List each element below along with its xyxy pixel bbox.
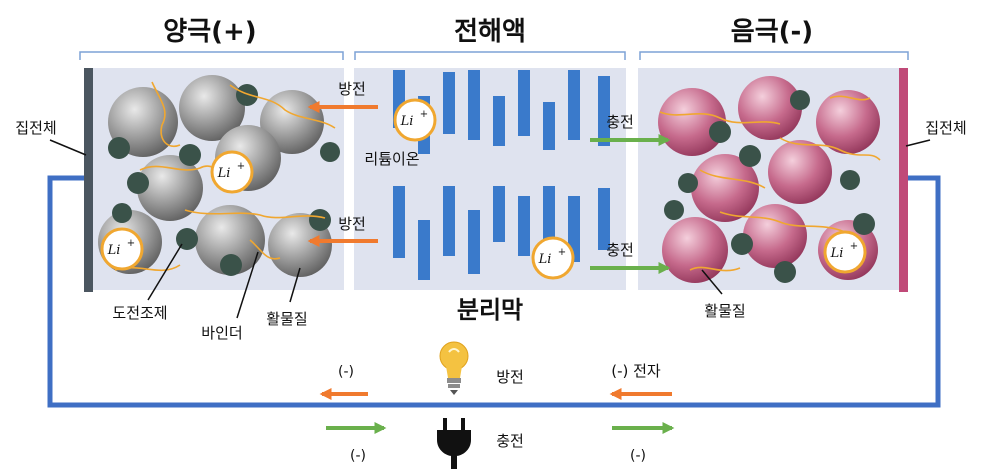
- conductive-agent-pointer: [147, 243, 183, 301]
- discharge-label-1: 방전: [338, 80, 366, 98]
- cathode-active-material: [658, 76, 880, 283]
- lithium-ion-5: Li +: [823, 230, 867, 274]
- svg-text:+: +: [420, 109, 428, 120]
- svg-text:+: +: [850, 241, 858, 252]
- collector-right-label: 집전체: [925, 119, 966, 137]
- lithium-ion-3: Li +: [393, 98, 437, 142]
- anode-title: 양극(+): [163, 17, 256, 47]
- active-right-label: 활물질: [704, 302, 745, 320]
- svg-text:Li: Li: [107, 243, 121, 258]
- external-circuit: [47, 175, 941, 408]
- active-right-pointer: [701, 269, 723, 295]
- circuit-charge-label: 충전: [496, 432, 524, 450]
- circuit-minus-discharge-left: (-): [338, 364, 354, 380]
- current-collector-right: [899, 68, 908, 292]
- power-plug-icon: [437, 418, 471, 469]
- svg-text:Li: Li: [400, 114, 414, 129]
- separator-label: 분리막: [457, 296, 523, 324]
- circuit-electron-label: (-) 전자: [611, 362, 661, 380]
- anode-conductive-agent: [108, 84, 340, 276]
- conductive-agent-label: 도전조제: [112, 304, 167, 322]
- current-collector-left: [84, 68, 93, 292]
- cathode-bracket: [639, 51, 909, 60]
- discharge-label-2: 방전: [338, 215, 366, 233]
- charge-label-2: 충전: [606, 241, 634, 259]
- circuit-discharge-label: 방전: [496, 368, 524, 386]
- svg-text:Li: Li: [538, 252, 552, 267]
- svg-text:Li: Li: [217, 166, 231, 181]
- electrolyte-title: 전해액: [454, 17, 526, 47]
- binder-pointer: [236, 251, 259, 319]
- collector-left-pointer: [49, 139, 87, 156]
- lithium-ion-label: 리튬이온: [364, 150, 419, 168]
- cathode-binder: [659, 95, 881, 272]
- circuit-minus-charge-right: (-): [630, 448, 646, 464]
- circuit-minus-charge-left: (-): [350, 448, 366, 464]
- lithium-ion-2: Li +: [100, 227, 144, 271]
- active-left-pointer: [289, 267, 301, 303]
- svg-text:+: +: [127, 238, 135, 249]
- svg-text:Li: Li: [830, 246, 844, 261]
- svg-text:+: +: [558, 247, 566, 258]
- charge-label-1: 충전: [606, 113, 634, 131]
- lithium-ion-4: Li +: [531, 236, 575, 280]
- cathode-title: 음극(-): [731, 17, 813, 47]
- lithium-ion-1: Li +: [210, 150, 254, 194]
- cathode-conductive-agent: [664, 90, 875, 283]
- active-left-label: 활물질: [266, 310, 307, 328]
- collector-left-label: 집전체: [15, 119, 56, 137]
- electrolyte-bracket: [354, 51, 626, 60]
- anode-bracket: [79, 51, 344, 60]
- light-bulb-icon: [439, 341, 469, 395]
- binder-label: 바인더: [201, 324, 242, 342]
- svg-text:+: +: [237, 161, 245, 172]
- collector-right-pointer: [905, 139, 931, 147]
